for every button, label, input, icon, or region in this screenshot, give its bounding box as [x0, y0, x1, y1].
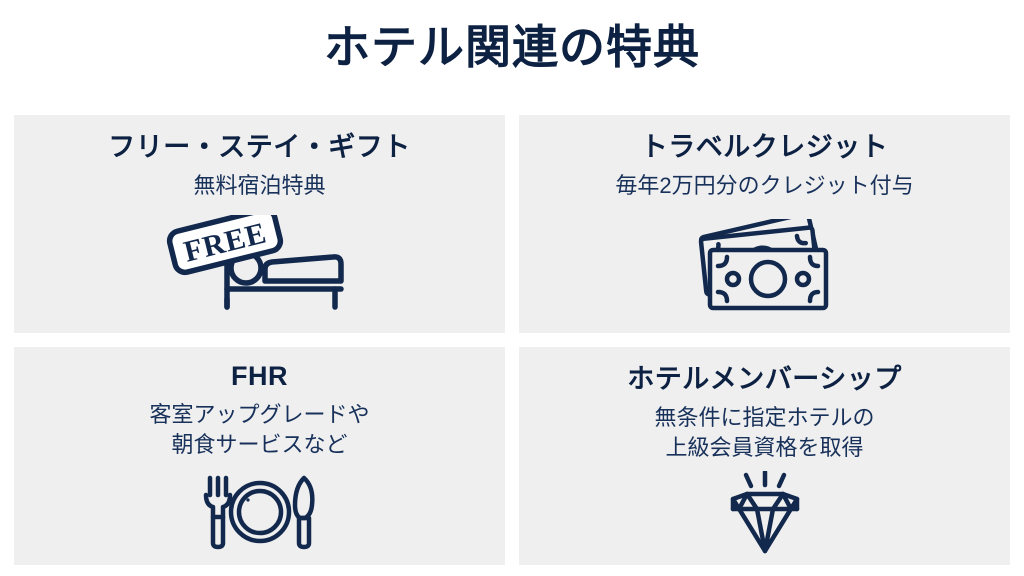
- card-subtitle-line: 上級会員資格を取得: [665, 435, 864, 461]
- card-title: FHR: [231, 361, 288, 391]
- card-subtitle-line: 客室アップグレードや: [149, 402, 370, 428]
- benefits-grid: フリー・ステイ・ギフト 無料宿泊特典: [14, 115, 1010, 565]
- page-title: ホテル関連の特典: [324, 21, 700, 73]
- card-subtitle-line: 無料宿泊特典: [193, 173, 326, 199]
- card-title: ホテルメンバーシップ: [627, 364, 902, 394]
- card-subtitle: 無料宿泊特典: [193, 171, 325, 201]
- card-subtitle: 客室アップグレードや 朝食サービスなど: [149, 400, 369, 459]
- card-title: フリー・ステイ・ギフト: [108, 132, 411, 162]
- card-subtitle: 無条件に指定ホテルの 上級会員資格を取得: [654, 403, 874, 462]
- cutlery-plate-icon: [14, 460, 505, 565]
- card-subtitle-line: 朝食サービスなど: [171, 432, 348, 458]
- card-subtitle-line: 毎年2万円分のクレジット付与: [615, 173, 914, 199]
- card-hotel-membership[interactable]: ホテルメンバーシップ 無条件に指定ホテルの 上級会員資格を取得: [519, 347, 1010, 565]
- diamond-sparkle-icon: [519, 463, 1010, 565]
- card-travel-credit[interactable]: トラベルクレジット 毎年2万円分のクレジット付与: [519, 115, 1010, 333]
- card-subtitle: 毎年2万円分のクレジット付与: [615, 171, 913, 201]
- card-fhr[interactable]: FHR 客室アップグレードや 朝食サービスなど: [14, 347, 505, 565]
- banknotes-icon: [519, 201, 1010, 333]
- card-subtitle-line: 無条件に指定ホテルの: [654, 405, 875, 431]
- card-free-stay-gift[interactable]: フリー・ステイ・ギフト 無料宿泊特典: [14, 115, 505, 333]
- bed-free-sign-icon: FREE: [14, 197, 505, 333]
- card-title: トラベルクレジット: [640, 132, 889, 162]
